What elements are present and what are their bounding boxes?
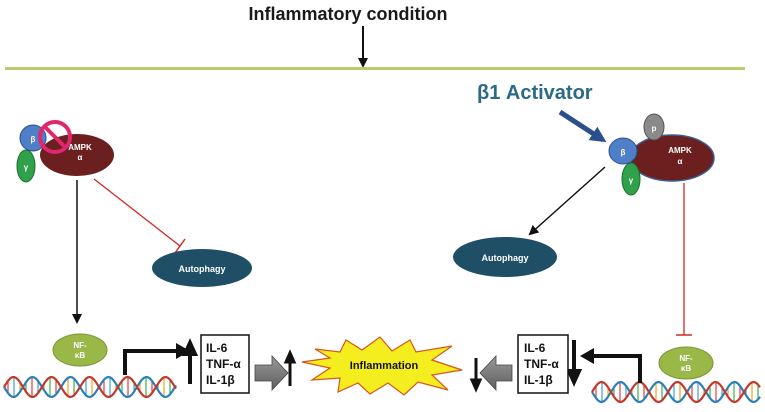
right-transcription-arrowhead — [580, 348, 594, 364]
left-cytokine-1: IL-6 — [206, 341, 228, 355]
right-cytokine-box — [517, 334, 569, 394]
left-upregulation-arrow — [181, 338, 199, 384]
right-gamma-subunit — [621, 162, 641, 196]
left-cytokine-box — [200, 334, 250, 394]
right-dna-icon — [591, 380, 761, 404]
right-autophagy — [453, 237, 557, 277]
left-beta-label: β — [31, 135, 36, 144]
activator-label: β1 Activator — [477, 82, 593, 104]
right-cytokine-3: IL-1β — [524, 373, 553, 387]
right-autophagy-label: Autophagy — [482, 253, 529, 263]
left-ampk-label: AMPK — [68, 143, 92, 152]
left-ampk-alpha — [40, 134, 114, 176]
diagram-title: Inflammatory condition — [248, 4, 447, 24]
cell-membrane — [5, 67, 745, 70]
left-transcription-arrow — [123, 349, 178, 375]
activator-arrow — [558, 109, 607, 143]
right-beta-label: β — [621, 148, 626, 157]
left-nfkb-label-1: NF- — [73, 341, 87, 350]
right-downregulation-arrow-2 — [469, 358, 483, 393]
right-beta-subunit — [608, 137, 638, 165]
right-ampk-label: AMPK — [668, 146, 692, 155]
left-gamma-subunit — [16, 149, 36, 183]
left-gray-arrow — [254, 354, 289, 392]
left-upregulation-arrow-2 — [283, 349, 297, 386]
right-downregulation-arrow — [565, 340, 583, 387]
left-alpha-label: α — [78, 153, 83, 162]
right-nfkb-label-2: κB — [681, 364, 691, 373]
dna-strand — [591, 380, 761, 404]
left-autophagy — [152, 249, 252, 287]
dna-strand — [3, 375, 177, 399]
right-transcription-arrow — [592, 354, 642, 383]
right-nfkb-label-1: NF- — [679, 354, 693, 363]
prohibition-icon — [38, 120, 72, 154]
left-cytokine-2: TNF-α — [206, 357, 241, 371]
right-activation-arrow — [528, 166, 606, 236]
left-nfkb-label-2: κB — [75, 351, 85, 360]
right-gamma-label: γ — [629, 176, 634, 185]
right-gray-arrow — [479, 354, 513, 392]
right-alpha-label: α — [678, 157, 683, 166]
left-inhibition-line — [93, 178, 181, 247]
right-ampk-alpha — [629, 134, 715, 182]
dna-strand — [3, 375, 177, 399]
left-ampk-complex: β γ AMPK α — [16, 120, 114, 183]
left-cytokine-3: IL-1β — [206, 373, 235, 387]
left-autophagy-label: Autophagy — [179, 264, 226, 274]
right-phospho-group — [643, 113, 665, 141]
right-phospho-label: p — [652, 124, 657, 133]
dna-strand — [591, 380, 761, 404]
right-nfkb — [658, 346, 714, 380]
left-nfkb — [52, 333, 108, 367]
right-cytokine-1: IL-6 — [524, 341, 546, 355]
left-transcription-arrowhead — [176, 343, 190, 359]
left-dna-icon — [3, 375, 177, 399]
inflammation-label: Inflammation — [350, 360, 419, 372]
right-ampk-complex: p γ β AMPK α — [608, 113, 715, 196]
left-inhibition-bar — [174, 238, 186, 254]
left-gamma-label: γ — [24, 163, 29, 172]
inflammation-burst — [301, 336, 463, 396]
right-cytokine-2: TNF-α — [524, 357, 559, 371]
